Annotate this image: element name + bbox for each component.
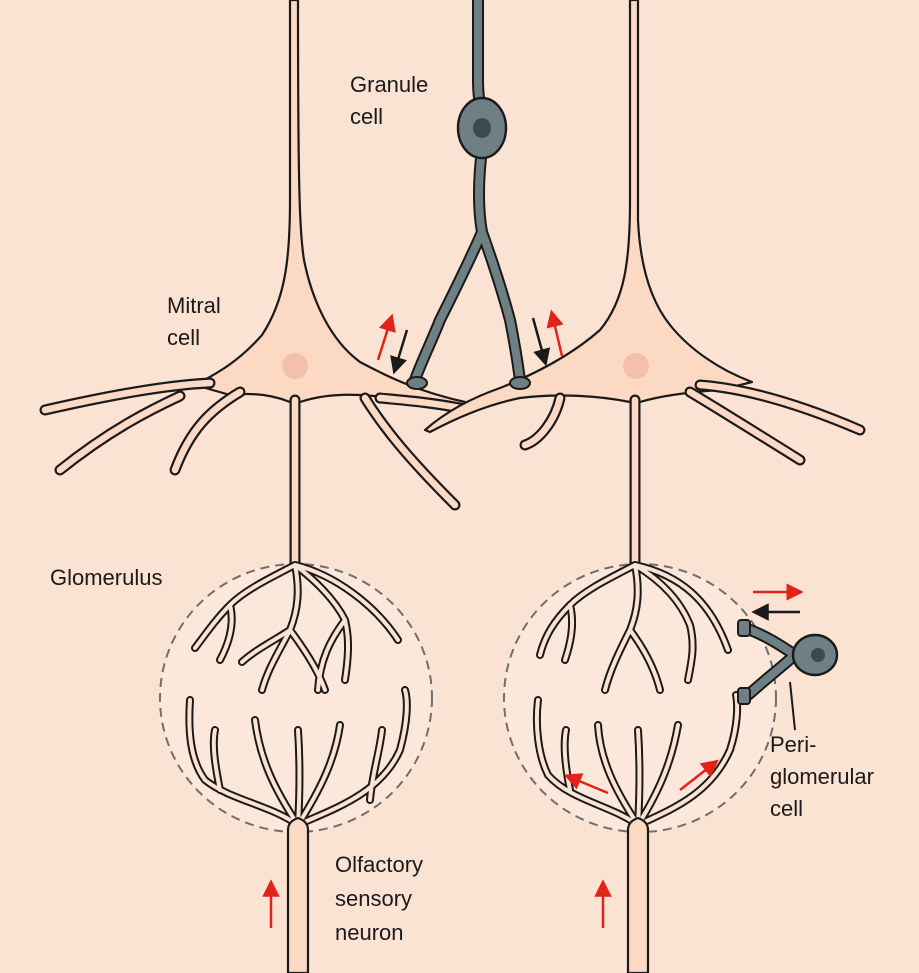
mitral-left-nucleus	[282, 353, 308, 379]
periglomerular-spine-top	[737, 619, 751, 637]
periglomerular-label-leader	[789, 681, 796, 731]
label-pg-line3: cell	[770, 796, 803, 821]
arrow-mitral-right-out	[546, 309, 564, 357]
label-glomerulus: Glomerulus	[50, 565, 162, 590]
arrow-glom-left-spread	[563, 773, 609, 795]
olfactory-sensory-neuron-axons	[286, 816, 650, 973]
granule-cell-nucleus	[473, 118, 491, 138]
label-periglomerular-cell: Peri- glomerular cell	[770, 732, 880, 821]
label-granule-cell: Granule cell	[350, 72, 434, 129]
granule-spine-left	[406, 376, 428, 390]
label-osn-line2: sensory	[335, 886, 412, 911]
signal-arrows	[262, 309, 804, 928]
label-pg-line1: Peri-	[770, 732, 816, 757]
periglomerular-cell	[737, 619, 839, 731]
mitral-cell-right	[423, 0, 866, 571]
glomerulus-right-tuft	[532, 561, 742, 829]
arrow-glom-right-spread	[679, 759, 719, 791]
label-osn-line3: neuron	[335, 920, 404, 945]
arrow-granule-right-in	[531, 317, 551, 367]
label-olfactory-sensory-neuron: Olfactory sensory neuron	[335, 852, 429, 945]
periglomerular-spine-bottom	[737, 687, 751, 705]
label-granule-line2: cell	[350, 104, 383, 129]
label-osn-line1: Olfactory	[335, 852, 423, 877]
label-mitral-line1: Mitral	[167, 293, 221, 318]
mitral-right-nucleus	[623, 353, 649, 379]
arrow-mitral-left-out	[376, 313, 396, 361]
granule-cell	[406, 0, 531, 390]
label-pg-line2: glomerular	[770, 764, 874, 789]
glomerulus-left-tuft	[185, 561, 411, 829]
arrow-granule-left-in	[390, 329, 409, 375]
periglomerular-nucleus	[811, 648, 825, 662]
label-mitral-line2: cell	[167, 325, 200, 350]
label-granule-line1: Granule	[350, 72, 428, 97]
mitral-cell-left	[39, 0, 471, 571]
granule-spine-right	[509, 376, 531, 390]
label-mitral-cell: Mitral cell	[167, 293, 227, 350]
